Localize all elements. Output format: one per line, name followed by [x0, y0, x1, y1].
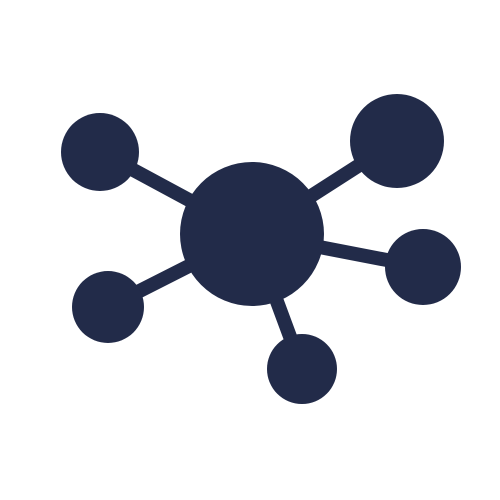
- satellite-node-top-right: [350, 94, 444, 188]
- satellite-node-bottom: [267, 334, 337, 404]
- nodes: [61, 94, 461, 404]
- satellite-node-bottom-left: [72, 271, 144, 343]
- satellite-node-right: [385, 229, 461, 305]
- satellite-node-top-left: [61, 113, 139, 191]
- hub-node: [180, 162, 324, 306]
